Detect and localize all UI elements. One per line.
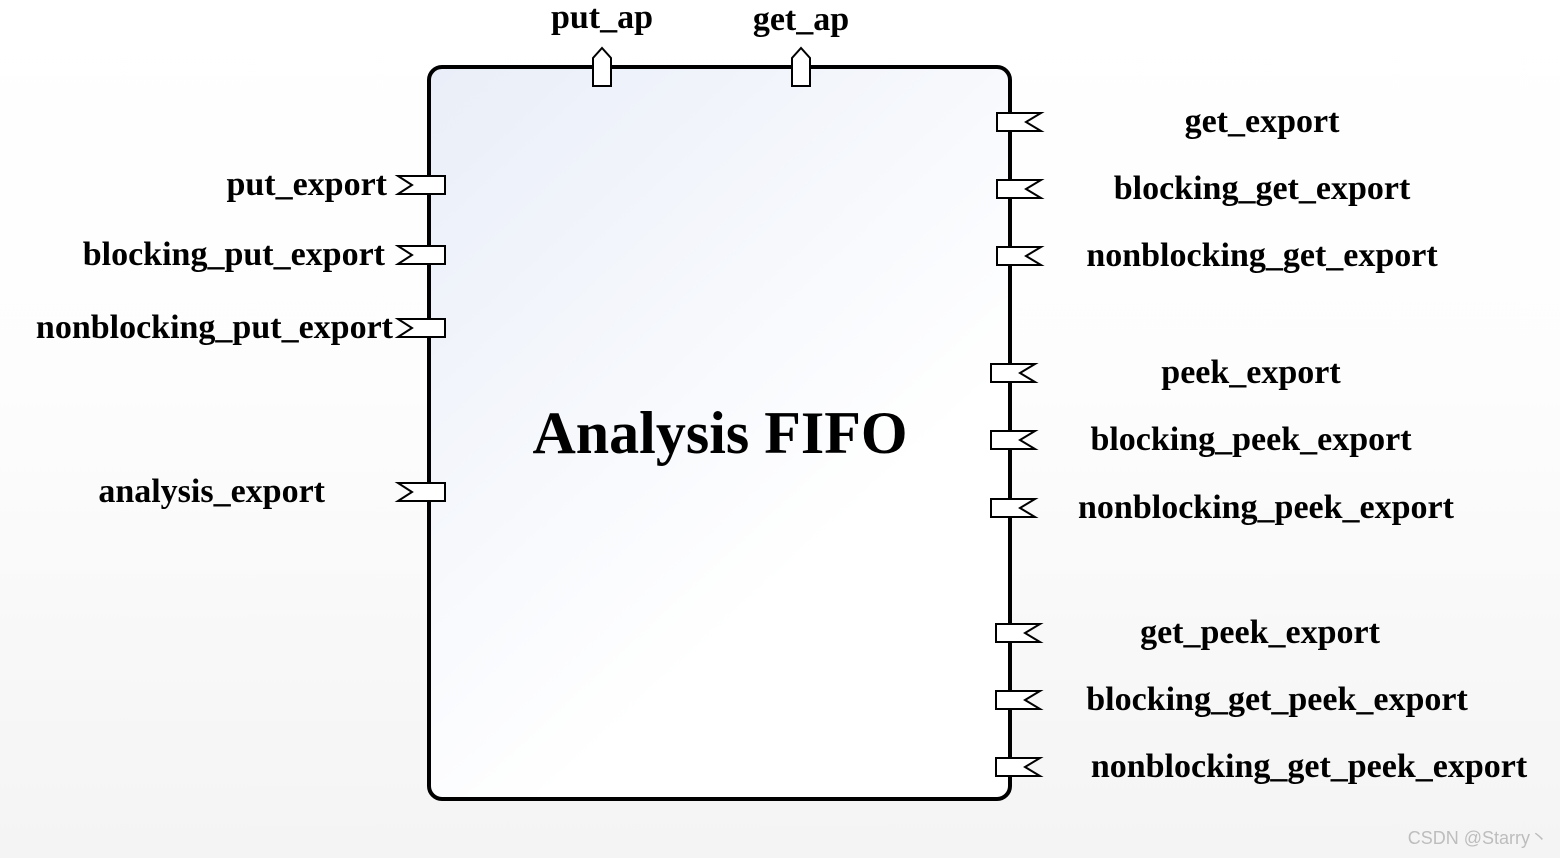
port-label-nonblocking-peek-export: nonblocking_peek_export — [1078, 489, 1454, 526]
port-label-blocking-get-peek-export: blocking_get_peek_export — [1086, 681, 1468, 718]
put-ap-port-icon — [592, 46, 612, 87]
port-label-peek-export: peek_export — [1161, 354, 1341, 391]
nonblocking-get-peek-export-port-icon — [995, 757, 1044, 777]
blocking-peek-export-port-icon — [990, 430, 1039, 450]
port-label-nonblocking-get-peek-export: nonblocking_get_peek_export — [1090, 748, 1528, 785]
port-label-nonblocking-put-export: nonblocking_put_export — [35, 309, 393, 346]
port-label-blocking-get-export: blocking_get_export — [1113, 170, 1411, 207]
port-label-put-export: put_export — [226, 166, 387, 203]
analysis-export-port-icon — [394, 482, 446, 502]
block-title: Analysis FIFO — [532, 400, 908, 466]
watermark: CSDN @Starry丶 — [1407, 828, 1548, 848]
blocking-put-export-port-icon — [394, 245, 446, 265]
port-label-blocking-peek-export: blocking_peek_export — [1090, 421, 1412, 458]
get-export-port-icon — [996, 112, 1045, 132]
nonblocking-put-export-port-icon — [394, 318, 446, 338]
blocking-get-export-port-icon — [996, 179, 1045, 199]
port-label-analysis-export: analysis_export — [98, 473, 325, 510]
blocking-get-peek-export-port-icon — [995, 690, 1044, 710]
port-label-blocking-put-export: blocking_put_export — [82, 236, 385, 273]
port-label-get-ap: get_ap — [752, 1, 850, 38]
port-label-nonblocking-get-export: nonblocking_get_export — [1086, 237, 1438, 274]
get-peek-export-port-icon — [995, 623, 1044, 643]
port-label-put-ap: put_ap — [550, 0, 654, 36]
port-label-get-peek-export: get_peek_export — [1140, 614, 1380, 651]
nonblocking-peek-export-port-icon — [990, 498, 1039, 518]
put-export-port-icon — [394, 175, 446, 195]
port-label-get-export: get_export — [1184, 103, 1340, 140]
peek-export-port-icon — [990, 363, 1039, 383]
nonblocking-get-export-port-icon — [996, 246, 1045, 266]
get-ap-port-icon — [791, 46, 811, 87]
